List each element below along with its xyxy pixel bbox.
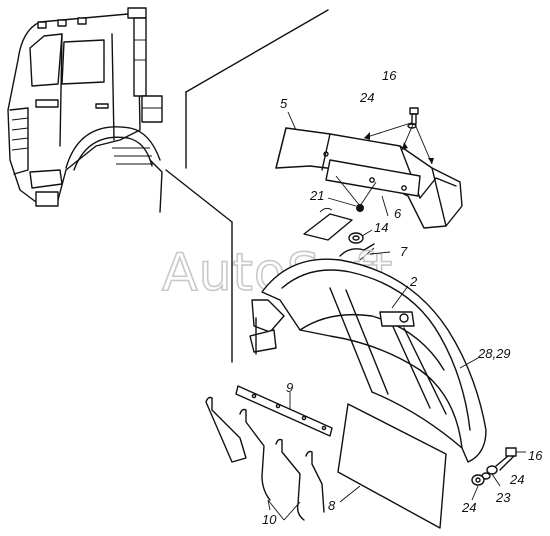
callout-labels: 16 24 5 21 6 14 7 2 28,29 9 10 8 16 24 2… — [262, 68, 543, 527]
callout-7: 7 — [400, 244, 408, 259]
bolt-16-top — [409, 107, 419, 125]
bolt-16-bottom — [495, 447, 517, 471]
washer-24-bottom-right — [486, 465, 498, 475]
washer-24-top — [407, 123, 417, 129]
callout-leaders — [267, 111, 526, 511]
part-7-clip — [339, 243, 375, 261]
callout-21: 21 — [309, 188, 324, 203]
callout-10: 10 — [262, 512, 277, 527]
leader-lines-top — [335, 121, 434, 207]
callout-24-top: 24 — [359, 90, 374, 105]
part-8-mud-flap — [337, 403, 447, 529]
callout-16-bottom: 16 — [528, 448, 543, 463]
perspective-frame-lines — [165, 9, 329, 363]
callout-23: 23 — [495, 490, 511, 505]
callout-8: 8 — [328, 498, 336, 513]
part-2-main-fender — [249, 258, 487, 463]
part-14-nut — [348, 232, 364, 244]
callout-6: 6 — [394, 206, 402, 221]
part-6-bracket — [325, 159, 421, 197]
callout-24-bottom-right: 24 — [509, 472, 524, 487]
part-9-strip — [235, 385, 333, 437]
callout-28-29: 28,29 — [477, 346, 511, 361]
callout-24-bottom-left: 24 — [461, 500, 476, 515]
nut-24-bottom-left — [471, 474, 485, 486]
callout-14: 14 — [374, 220, 388, 235]
truck-cab-illustration — [7, 7, 163, 213]
part-21-cap — [356, 204, 364, 212]
callout-9: 9 — [286, 380, 293, 395]
callout-2: 2 — [409, 274, 418, 289]
part-6-clip — [303, 207, 353, 241]
callout-16-top: 16 — [382, 68, 397, 83]
part-10-hooks — [205, 396, 325, 521]
callout-5: 5 — [280, 96, 288, 111]
